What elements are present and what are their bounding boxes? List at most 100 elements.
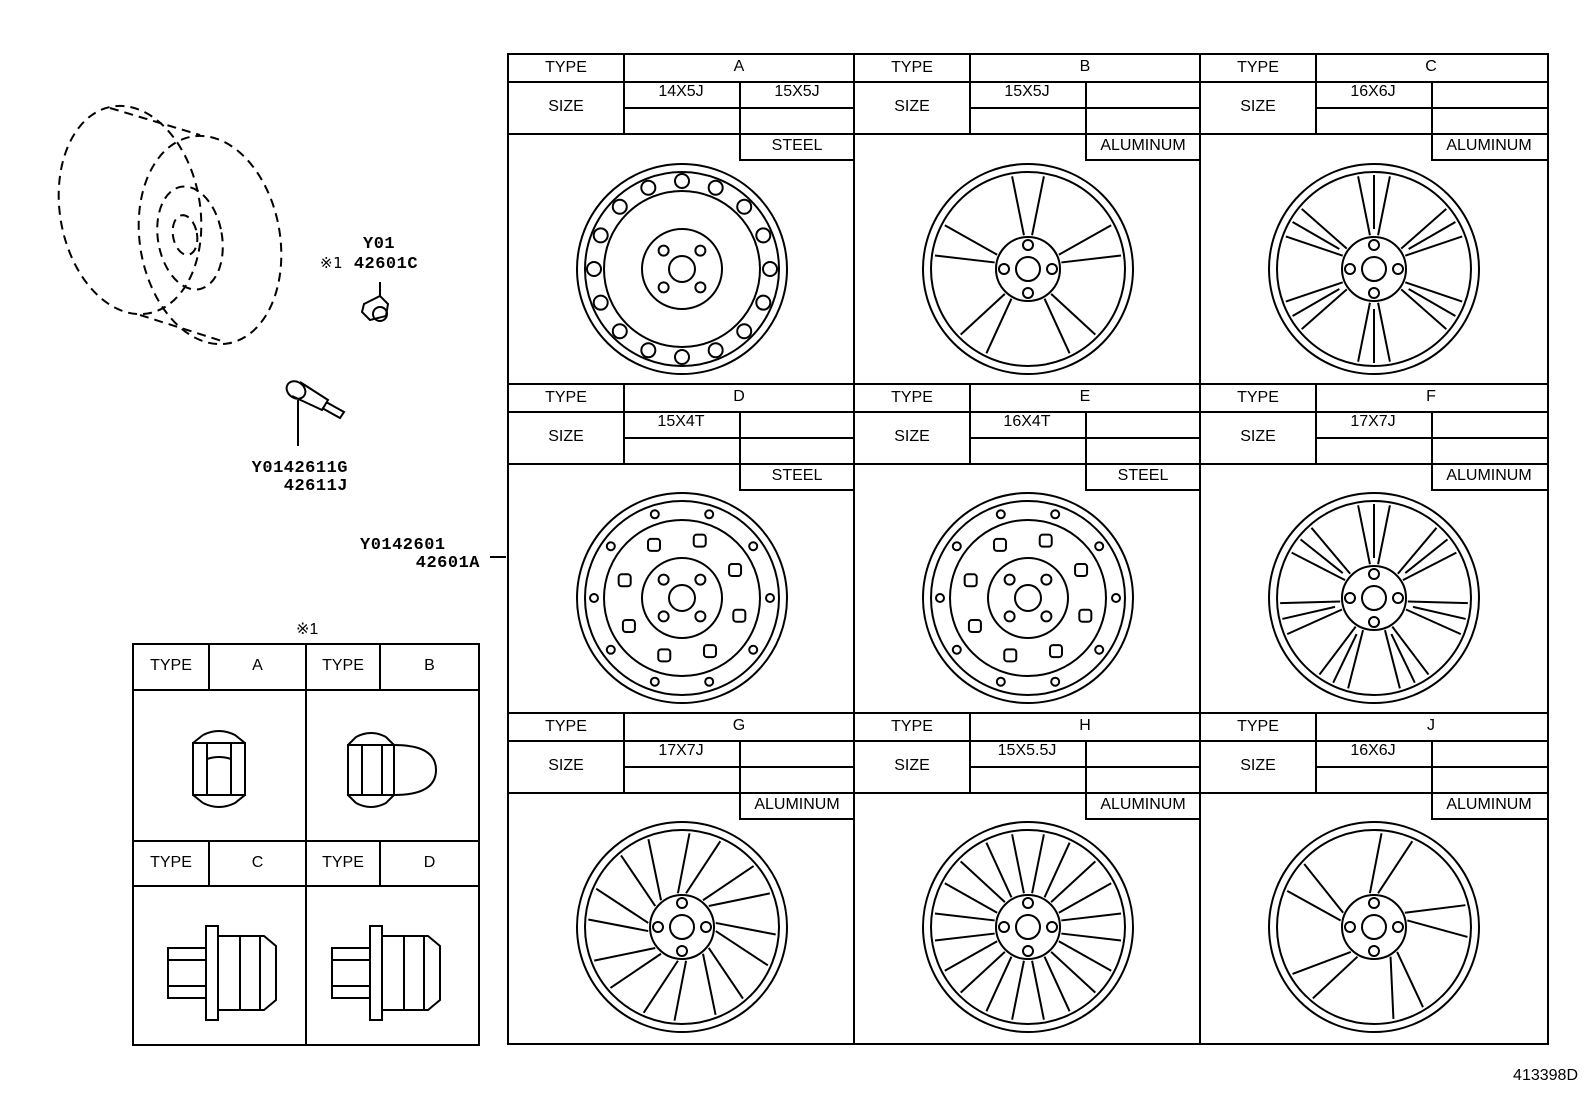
material-box-rule (1085, 818, 1201, 820)
valve-stem-callout: Y0142611G 42611J (228, 460, 348, 496)
size-row-rule (1201, 133, 1547, 135)
type-label: TYPE (891, 59, 933, 76)
valve-stem-code-1: Y0142611G (251, 459, 348, 478)
nut-type-value-b: B (424, 657, 435, 674)
nut-type-label-c: TYPE (150, 854, 192, 871)
wheel-code-1: Y0142601 (360, 536, 446, 555)
size-value: 17X7J (658, 742, 704, 759)
type-value: J (1427, 717, 1435, 734)
type-label: TYPE (545, 389, 587, 406)
type-row-rule (509, 81, 855, 83)
size-label: SIZE (548, 757, 584, 774)
size-label: SIZE (548, 98, 584, 115)
nut-type-value-c: C (251, 854, 264, 871)
material-label: ALUMINUM (754, 796, 840, 813)
nut-type-label-a: TYPE (150, 657, 192, 674)
type-label: TYPE (545, 718, 587, 735)
size-value: 17X7J (1350, 413, 1396, 430)
nut-type-label-b: TYPE (322, 657, 364, 674)
hub-nut-code-2: 42601C (353, 255, 419, 274)
size-value: 15X4T (657, 413, 705, 430)
material-label: STEEL (771, 467, 823, 484)
flanged-cap-nut-long-icon (331, 925, 441, 1021)
size-label: SIZE (1240, 757, 1276, 774)
acorn-nut-icon (347, 732, 438, 808)
type-label: TYPE (1237, 59, 1279, 76)
size-value: 15X5J (774, 83, 820, 100)
size-col-rule (1085, 740, 1087, 818)
material-box-rule (1431, 818, 1547, 820)
type-row-rule (855, 411, 1201, 413)
size-row-rule (855, 133, 1201, 135)
label-col-rule (623, 714, 625, 792)
type-row-rule (855, 740, 1201, 742)
valve-stem-icon (285, 380, 346, 446)
size-row-rule (509, 133, 855, 135)
size-value: 14X5J (658, 83, 704, 100)
hub-nut-callout: Y01 ※1 42601C (320, 236, 470, 274)
label-col-rule (969, 385, 971, 463)
size-label: SIZE (894, 98, 930, 115)
type-label: TYPE (1237, 389, 1279, 406)
type-row-rule (1201, 740, 1547, 742)
steel-wheel-spare-icon (922, 492, 1134, 704)
label-col-rule (1315, 714, 1317, 792)
size-label: SIZE (894, 428, 930, 445)
type-label: TYPE (545, 59, 587, 76)
type-label: TYPE (1237, 718, 1279, 735)
alloy-wheel-split-spoke-icon (1268, 492, 1480, 704)
open-hex-nut-icon (192, 730, 246, 808)
steel-wheel-holes-icon (576, 163, 788, 375)
nut-type-label-d: TYPE (322, 854, 364, 871)
size-col-rule (1431, 81, 1433, 159)
nut-type-value-d: D (423, 854, 436, 871)
size-col-rule (1431, 740, 1433, 818)
type-row-rule (509, 411, 855, 413)
material-label: ALUMINUM (1100, 796, 1186, 813)
label-col-rule (623, 55, 625, 133)
nut-table-note: ※1 (296, 621, 319, 638)
type-label: TYPE (891, 389, 933, 406)
valve-stem-code-2: 42611J (283, 477, 348, 496)
size-value: 16X6J (1350, 83, 1396, 100)
size-row-rule (855, 463, 1201, 465)
size-label: SIZE (894, 757, 930, 774)
size-value: 15X5.5J (997, 742, 1057, 759)
type-label: TYPE (891, 718, 933, 735)
label-col-rule (969, 55, 971, 133)
tire-wheel-assembly-icon (57, 104, 283, 346)
nut-type-table: TYPE A TYPE B TYPE C TYPE D (132, 643, 480, 1046)
alloy-wheel-10-spoke-icon (922, 821, 1134, 1033)
size-row-rule (509, 463, 855, 465)
material-label: STEEL (771, 137, 823, 154)
material-box-rule (739, 818, 855, 820)
label-col-rule (1315, 55, 1317, 133)
alloy-wheel-twist-spoke-icon (1268, 821, 1480, 1033)
type-value: C (1425, 58, 1437, 75)
type-row-rule (509, 740, 855, 742)
material-box-rule (1085, 489, 1201, 491)
size-col-rule (1431, 411, 1433, 489)
size-row-rule (1201, 463, 1547, 465)
label-col-rule (1315, 385, 1317, 463)
hub-nut-icon (360, 282, 390, 322)
type-row-rule (1201, 81, 1547, 83)
wheel-callout: Y0142601 42601A (360, 537, 480, 573)
size-col-rule (739, 740, 741, 818)
size-value: 15X5J (1004, 83, 1050, 100)
type-row-rule (1201, 411, 1547, 413)
label-col-rule (623, 385, 625, 463)
label-col-rule (969, 714, 971, 792)
size-value: 16X4T (1003, 413, 1051, 430)
alloy-wheel-curved-spoke-icon (576, 821, 788, 1033)
size-label: SIZE (548, 428, 584, 445)
material-label: ALUMINUM (1446, 467, 1532, 484)
material-label: ALUMINUM (1446, 137, 1532, 154)
